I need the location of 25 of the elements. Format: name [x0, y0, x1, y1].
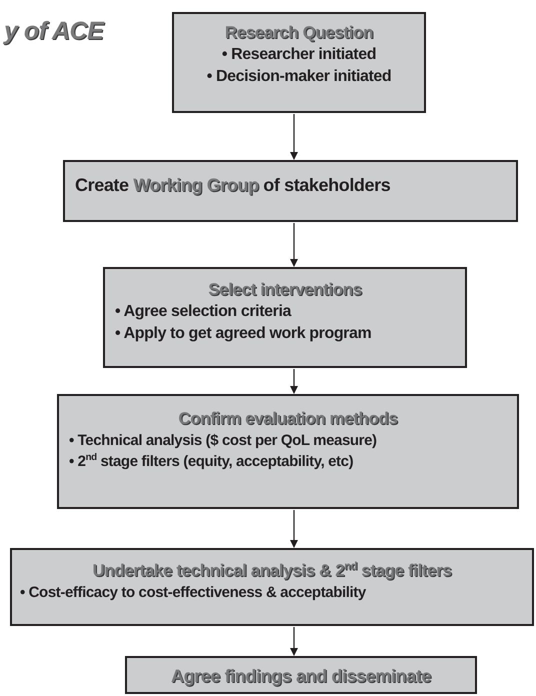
process-box: [63, 160, 518, 222]
arrow: [290, 114, 298, 160]
box-heading: Select interventions: [207, 279, 363, 301]
title: y of ACE: [2, 17, 104, 46]
bullet-item: • Cost-efficacy to cost-effectiveness & acceptability: [20, 583, 367, 604]
process-box: [10, 548, 534, 626]
box-heading: Agree findings and disseminate: [170, 665, 432, 688]
bullet-item: • Apply to get agreed work program: [115, 324, 372, 344]
process-box: [57, 394, 519, 509]
bullet-item: • 2$^{nd}$ stage filters (equity, acceptability, etc): [69, 451, 354, 472]
arrow: [290, 223, 298, 267]
box-heading: Create Working Group of stakeholders: [75, 174, 392, 197]
box-heading: Confirm evaluation methods: [177, 408, 399, 430]
process-box: [103, 267, 467, 368]
bullet-item: • Technical analysis ($ cost per QoL measure): [69, 431, 378, 452]
box-heading: Undertake technical analysis & 2$^{nd}$ stage filters: [91, 560, 453, 582]
arrow: [290, 510, 298, 548]
bullet-item: • Researcher initiated: [220, 45, 378, 66]
process-box: [172, 12, 426, 113]
bullet-item: • Agree selection criteria: [115, 302, 292, 322]
arrow: [290, 369, 298, 394]
arrow: [290, 627, 298, 656]
process-box: [125, 656, 477, 694]
box-heading: Research Question: [224, 22, 374, 44]
bullet-item: • Decision-maker initiated: [206, 67, 392, 88]
